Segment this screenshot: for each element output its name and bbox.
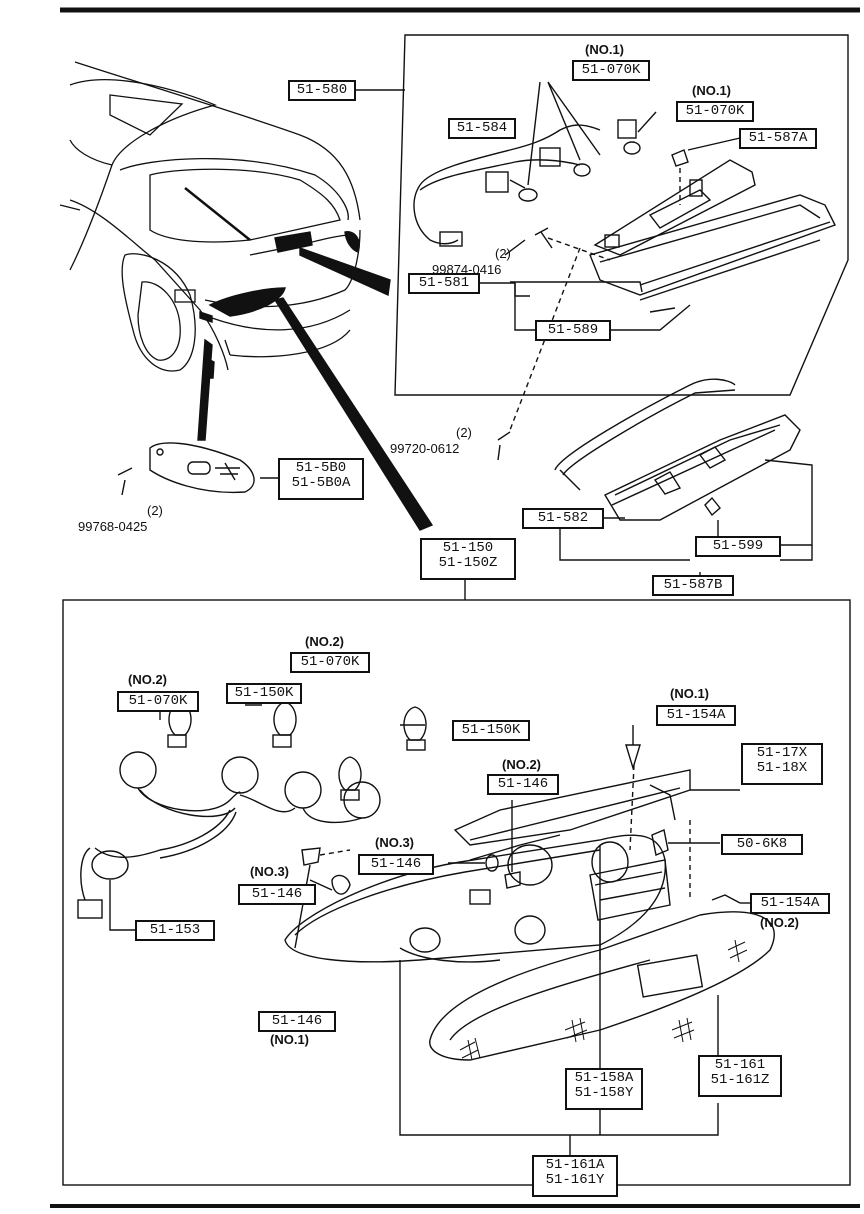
part-label-51-146-a: 51-146 <box>487 774 559 795</box>
clip-51-146-no3-upper <box>485 854 499 872</box>
part-label-51-150: 51-150 51-150Z <box>420 538 516 580</box>
car-high-mount-lamp <box>274 231 313 253</box>
note-no1-a: (NO.1) <box>585 42 624 57</box>
part-label-51-153: 51-153 <box>135 920 215 941</box>
screw-99720-0612 <box>497 431 511 461</box>
part-label-51-161z-line2: 51-161Z <box>710 1072 770 1088</box>
part-label-51-146-d: 51-146 <box>258 1011 336 1032</box>
car-tail-lamp-right <box>344 231 360 253</box>
clip-51-146-no1 <box>301 847 321 866</box>
part-label-51-150k-a: 51-150K <box>226 683 302 704</box>
part-label-51-599: 51-599 <box>695 536 781 557</box>
part-label-51-161: 51-161 51-161Z <box>698 1055 782 1097</box>
note-two-b: (2) <box>456 425 472 440</box>
note-no3-b: (NO.3) <box>250 864 289 879</box>
part-label-50-6k8: 50-6K8 <box>721 834 803 855</box>
note-bolt-b: 99720-0612 <box>390 441 460 456</box>
part-label-51-154a-a: 51-154A <box>656 705 736 726</box>
part-label-51-150-line1: 51-150 <box>442 540 494 556</box>
part-label-51-161y-line2: 51-161Y <box>545 1172 605 1188</box>
note-no1-c: (NO.1) <box>670 686 709 701</box>
part-label-51-154a-b: 51-154A <box>750 893 830 914</box>
note-no3-a: (NO.3) <box>375 835 414 850</box>
reflector-51-158a <box>589 859 671 921</box>
part-label-51-584: 51-584 <box>448 118 516 139</box>
part-label-51-158y-line2: 51-158Y <box>574 1085 634 1101</box>
part-label-51-070k-b: 51-070K <box>676 101 754 122</box>
part-label-51-161a: 51-161A 51-161Y <box>532 1155 618 1197</box>
note-two-a: (2) <box>495 246 511 261</box>
part-label-51-146-c: 51-146 <box>238 884 316 905</box>
part-label-51-150z-line2: 51-150Z <box>438 555 498 571</box>
part-label-51-17x-line1: 51-17X <box>756 745 808 761</box>
part-label-51-581: 51-581 <box>408 273 480 294</box>
part-label-51-070k-d: 51-070K <box>117 691 199 712</box>
high-mount-lamp-housing <box>589 159 836 313</box>
note-no2-b: (NO.2) <box>128 672 167 687</box>
part-label-51-580: 51-580 <box>288 80 356 101</box>
part-label-51-17x: 51-17X 51-18X <box>741 743 823 785</box>
screw-51-154a-right <box>711 894 741 904</box>
part-label-51-587a: 51-587A <box>739 128 817 149</box>
screw-99874-0416 <box>534 227 553 249</box>
part-label-51-070k-a: 51-070K <box>572 60 650 81</box>
note-no2-c: (NO.2) <box>502 757 541 772</box>
part-label-51-5b0: 51-5B0 51-5B0A <box>278 458 364 500</box>
note-two-c: (2) <box>147 503 163 518</box>
part-label-51-589: 51-589 <box>535 320 611 341</box>
part-label-51-150k-b: 51-150K <box>452 720 530 741</box>
part-label-51-158a: 51-158A 51-158Y <box>565 1068 643 1110</box>
frame-51-150 <box>62 599 851 1186</box>
callout-wedge-rear <box>273 297 434 531</box>
part-label-51-18x-line2: 51-18X <box>756 760 808 776</box>
note-no2-a: (NO.2) <box>305 634 344 649</box>
callout-wedge-upper <box>299 247 391 297</box>
car-illustration <box>59 61 361 372</box>
frame-51-580 <box>394 34 849 396</box>
note-no2-d: (NO.2) <box>760 915 799 930</box>
lamp-lens-assembly-51-587b <box>554 378 801 521</box>
part-label-51-161a-line1: 51-161A <box>545 1157 605 1173</box>
clip-50-6k8 <box>651 829 669 856</box>
part-label-51-5b0a-line2: 51-5B0A <box>291 475 351 491</box>
part-label-51-582: 51-582 <box>522 508 604 529</box>
part-label-51-5b0-line1: 51-5B0 <box>295 460 347 476</box>
lens-51-161 <box>429 911 775 1061</box>
clip-51-146-no3-lower <box>331 874 351 895</box>
part-label-51-146-b: 51-146 <box>358 854 434 875</box>
screw-51-154a-top <box>625 744 641 771</box>
part-label-51-161-line1: 51-161 <box>714 1057 766 1073</box>
car-tail-lamp-left <box>208 287 286 317</box>
callout-wedge-side <box>197 338 213 441</box>
garnish-51-17x <box>453 769 740 846</box>
side-marker-lamp-51-5b0 <box>149 442 255 494</box>
part-label-51-158a-line1: 51-158A <box>574 1070 634 1086</box>
note-bolt-c: 99768-0425 <box>78 519 148 534</box>
screw-99768-0425 <box>117 467 133 496</box>
note-no1-b: (NO.1) <box>692 83 731 98</box>
nut-51-587a <box>671 149 689 167</box>
wire-harness-51-584 <box>413 81 641 247</box>
note-no1-d: (NO.1) <box>270 1032 309 1047</box>
part-label-51-070k-c: 51-070K <box>290 652 370 673</box>
clip-51-146-no2 <box>504 871 521 889</box>
part-label-51-587b: 51-587B <box>652 575 734 596</box>
